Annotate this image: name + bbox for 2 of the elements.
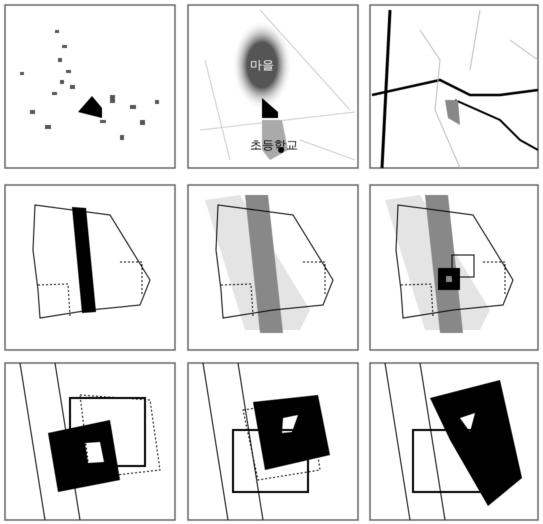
place-label: 마을 xyxy=(250,58,274,72)
place-label: 초등학교 xyxy=(250,138,298,152)
